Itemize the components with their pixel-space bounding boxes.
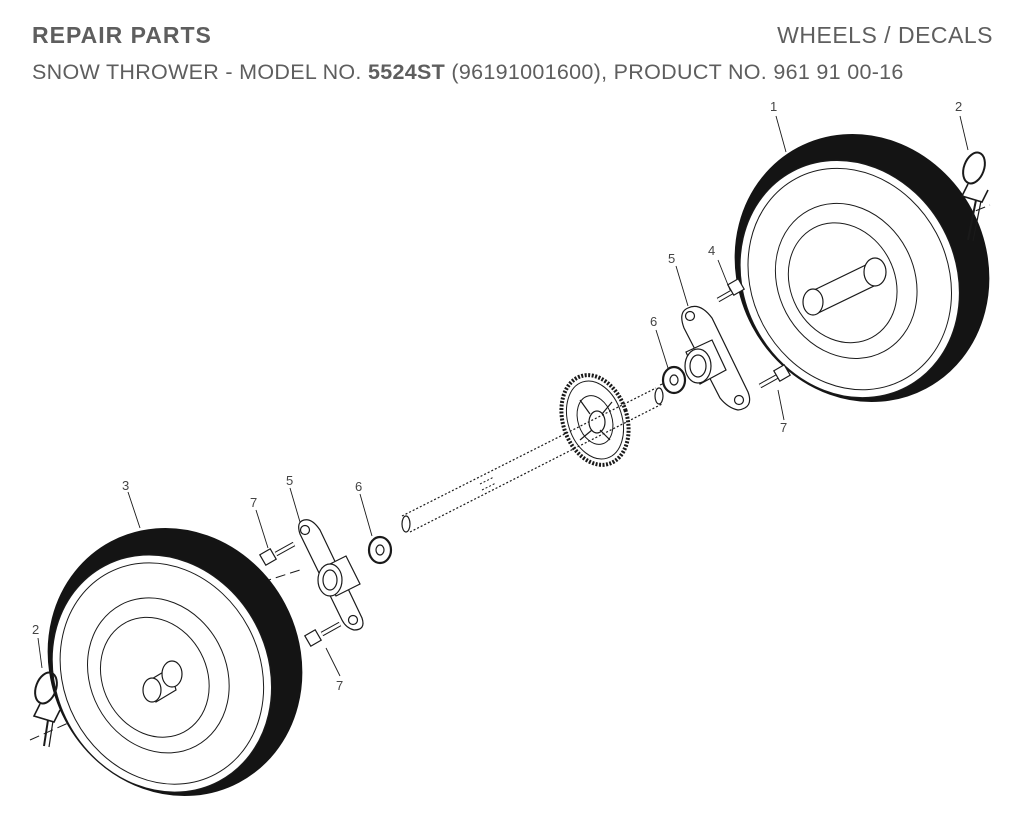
callout-7-left-bottom: 7 xyxy=(336,678,343,693)
right-bolt-bottom xyxy=(758,363,792,389)
callout-7-right: 7 xyxy=(780,420,787,435)
section-title: WHEELS / DECALS xyxy=(777,22,993,48)
left-bolt-bottom xyxy=(303,621,342,648)
callout-2-left: 2 xyxy=(32,622,39,637)
callout-4: 4 xyxy=(708,243,715,258)
hairpin-clip-top xyxy=(960,151,989,242)
callout-7-left-top: 7 xyxy=(250,495,257,510)
right-washer xyxy=(661,365,687,395)
sprocket-gear xyxy=(559,373,631,467)
callout-5-left: 5 xyxy=(286,473,293,488)
page-title: REPAIR PARTS xyxy=(32,22,212,48)
hairpin-clip-left xyxy=(32,671,61,748)
callout-5-right: 5 xyxy=(668,251,675,266)
left-wheel xyxy=(47,527,303,797)
callout-2-top: 2 xyxy=(955,99,962,114)
left-washer xyxy=(367,535,393,565)
callout-1: 1 xyxy=(770,99,777,114)
right-bearing-flange xyxy=(681,305,751,411)
callout-6-left: 6 xyxy=(355,479,362,494)
right-bolt-top xyxy=(716,277,746,303)
leader-lines xyxy=(37,115,969,677)
left-bearing-flange xyxy=(298,519,364,631)
callout-3: 3 xyxy=(122,478,129,493)
model-suffix: (96191001600), PRODUCT NO. 961 91 00-16 xyxy=(451,60,904,84)
left-bolt-top xyxy=(258,541,296,567)
axle-shaft xyxy=(401,387,664,533)
right-wheel xyxy=(734,133,990,403)
model-number: 5524ST xyxy=(367,60,446,84)
model-prefix: SNOW THROWER - MODEL NO. xyxy=(32,60,362,84)
model-line: SNOW THROWER - MODEL NO. 5524ST (9619100… xyxy=(32,60,904,85)
callout-6-right: 6 xyxy=(650,314,657,329)
